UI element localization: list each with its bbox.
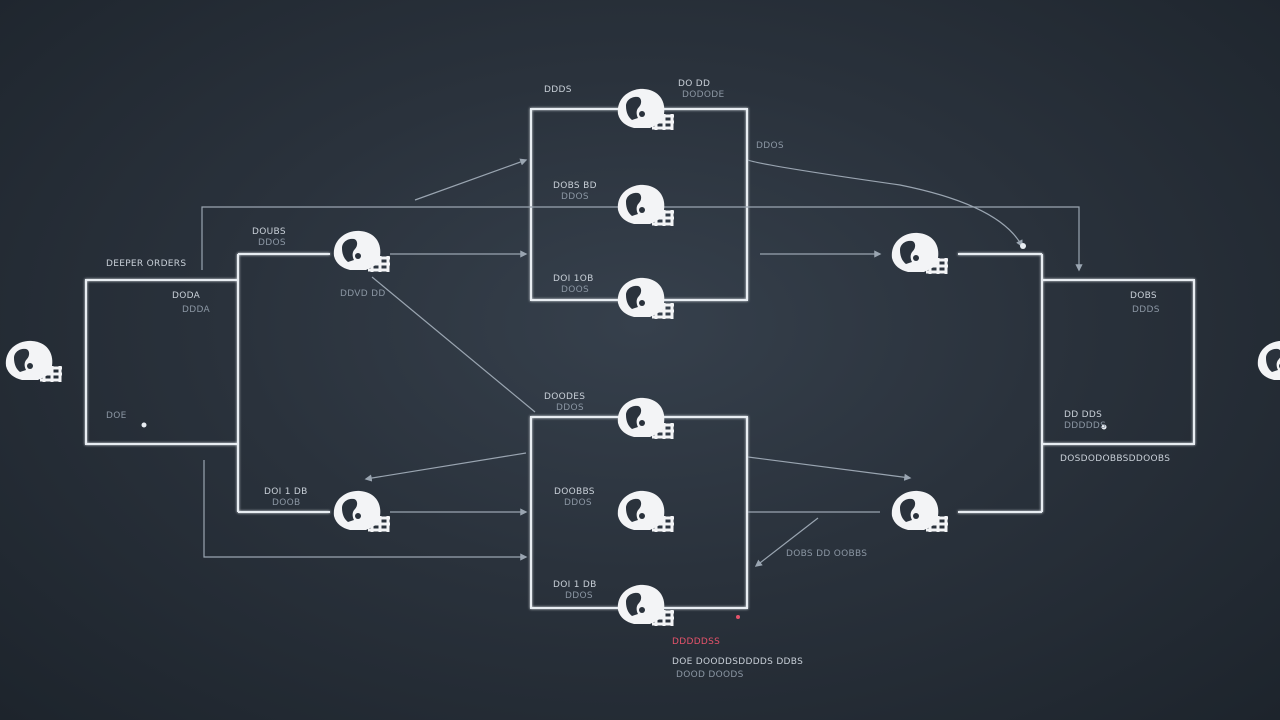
- label-right-top: DDOS: [756, 141, 784, 151]
- label-semi-e-score: DOOBBS: [554, 487, 595, 497]
- label-final-sub: DODODE: [682, 90, 725, 100]
- label-final-score: DO DD: [678, 79, 711, 89]
- label-right-box-sub: DDDS: [1132, 305, 1160, 315]
- label-qf-bottom-sub: DOOB: [272, 498, 301, 508]
- label-right-box-score: DOBS: [1130, 291, 1157, 301]
- label-mid-tag: DDVD DD: [340, 289, 386, 299]
- right-bracket: [958, 253, 1043, 513]
- football-helmet-icon: [612, 580, 676, 632]
- footer-line-1: DOE DOODDSDDDDS DDBS: [672, 657, 804, 667]
- label-semi-d-sub: DDOS: [556, 403, 584, 413]
- label-qf-bottom-score: DOI 1 DB: [264, 487, 308, 497]
- football-helmet-icon: [0, 336, 64, 388]
- label-semi-c-sub: DOOS: [561, 285, 590, 295]
- left-bracket: [237, 253, 330, 513]
- footer-line-2: DOOD DOODS: [676, 670, 744, 680]
- label-left-box-small: DOE: [106, 411, 127, 421]
- football-helmet-icon: [612, 84, 676, 136]
- football-helmet-icon: [886, 486, 950, 538]
- label-qf-top-score: DOUBS: [252, 227, 286, 237]
- label-semi-c-score: DOI 1OB: [553, 274, 594, 284]
- label-semi-b-sub: DDOS: [561, 192, 589, 202]
- football-helmet-icon: [886, 228, 950, 280]
- label-semi-e-sub: DDOS: [564, 498, 592, 508]
- label-left-box-score: DODA: [172, 291, 201, 301]
- label-right-box-small: DD DDS: [1064, 410, 1103, 420]
- football-helmet-icon: [1252, 336, 1280, 388]
- label-semi-f-score: DOI 1 DB: [553, 580, 597, 590]
- football-helmet-icon: [612, 393, 676, 445]
- label-semi-b-score: DOBS BD: [553, 181, 597, 191]
- label-right-caption: DOSDODOBBSDDOOBS: [1060, 454, 1171, 464]
- label-right-box-small2: DDDDDS: [1064, 421, 1107, 431]
- label-semi-a-score: DDDS: [544, 85, 572, 95]
- label-qf-top-sub: DDOS: [258, 238, 286, 248]
- label-bottom-right-caption: DOBS DD OOBBS: [786, 549, 868, 559]
- football-helmet-icon: [612, 486, 676, 538]
- label-semi-d-score: DOODES: [544, 392, 586, 402]
- footer-red-label: DDDDDSS: [672, 637, 721, 647]
- football-helmet-icon: [328, 226, 392, 278]
- label-left-box-sub: DDDA: [182, 305, 210, 315]
- football-helmet-icon: [612, 273, 676, 325]
- label-semi-f-sub: DDOS: [565, 591, 593, 601]
- football-helmet-icon: [328, 486, 392, 538]
- label-top-left: DEEPER ORDERS: [106, 259, 187, 269]
- football-helmet-icon: [612, 180, 676, 232]
